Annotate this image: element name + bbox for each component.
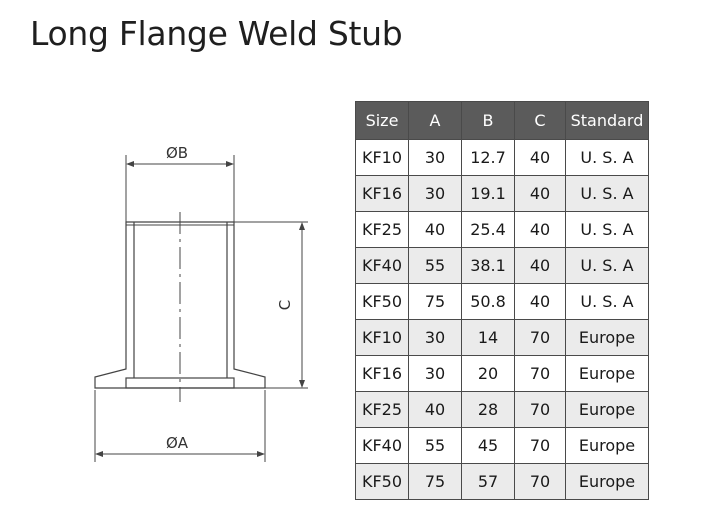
cell-c: 70 bbox=[514, 427, 566, 464]
dim-b-label: ØB bbox=[166, 144, 188, 162]
cell-a: 30 bbox=[408, 319, 462, 356]
cell-b: 38.1 bbox=[461, 247, 515, 284]
cell-size: KF50 bbox=[355, 283, 409, 320]
cell-b: 25.4 bbox=[461, 211, 515, 248]
cell-b: 50.8 bbox=[461, 283, 515, 320]
cell-c: 40 bbox=[514, 283, 566, 320]
cell-standard: Europe bbox=[565, 319, 649, 356]
cell-standard: U. S. A bbox=[565, 139, 649, 176]
header-c: C bbox=[514, 101, 566, 140]
dim-a-label: ØA bbox=[166, 434, 189, 452]
cell-c: 40 bbox=[514, 175, 566, 212]
page-title: Long Flange Weld Stub bbox=[30, 14, 403, 53]
cell-size: KF16 bbox=[355, 175, 409, 212]
cell-standard: U. S. A bbox=[565, 175, 649, 212]
dim-c-arrow-top bbox=[299, 222, 305, 230]
cell-a: 40 bbox=[408, 211, 462, 248]
cell-c: 40 bbox=[514, 139, 566, 176]
cell-b: 28 bbox=[461, 391, 515, 428]
table-row: KF10 30 14 70 Europe bbox=[355, 319, 649, 356]
cell-size: KF25 bbox=[355, 391, 409, 428]
table-row: KF40 55 45 70 Europe bbox=[355, 427, 649, 464]
cell-size: KF40 bbox=[355, 247, 409, 284]
cell-size: KF40 bbox=[355, 427, 409, 464]
cell-a: 55 bbox=[408, 427, 462, 464]
cell-b: 14 bbox=[461, 319, 515, 356]
cell-c: 70 bbox=[514, 319, 566, 356]
table-header-row: Size A B C Standard bbox=[355, 101, 649, 140]
header-size: Size bbox=[355, 101, 409, 140]
dim-b-arrow-right bbox=[226, 161, 234, 167]
cell-a: 75 bbox=[408, 283, 462, 320]
header-standard: Standard bbox=[565, 101, 649, 140]
cell-size: KF16 bbox=[355, 355, 409, 392]
cell-standard: Europe bbox=[565, 391, 649, 428]
cell-size: KF10 bbox=[355, 139, 409, 176]
cell-c: 40 bbox=[514, 247, 566, 284]
table-row: KF50 75 57 70 Europe bbox=[355, 463, 649, 500]
cell-standard: U. S. A bbox=[565, 283, 649, 320]
cell-b: 20 bbox=[461, 355, 515, 392]
cell-a: 30 bbox=[408, 355, 462, 392]
cell-b: 57 bbox=[461, 463, 515, 500]
cell-standard: U. S. A bbox=[565, 247, 649, 284]
cell-a: 30 bbox=[408, 175, 462, 212]
cell-b: 12.7 bbox=[461, 139, 515, 176]
dim-a-arrow-right bbox=[257, 451, 265, 457]
cell-standard: Europe bbox=[565, 463, 649, 500]
cell-standard: Europe bbox=[565, 427, 649, 464]
cell-a: 40 bbox=[408, 391, 462, 428]
cell-standard: U. S. A bbox=[565, 211, 649, 248]
cell-c: 40 bbox=[514, 211, 566, 248]
cell-size: KF10 bbox=[355, 319, 409, 356]
weld-stub-drawing: ØB C ØA bbox=[94, 144, 308, 462]
table-row: KF25 40 28 70 Europe bbox=[355, 391, 649, 428]
header-b: B bbox=[461, 101, 515, 140]
dim-c-label: C bbox=[276, 300, 294, 310]
dim-c-arrow-bottom bbox=[299, 380, 305, 388]
cell-a: 75 bbox=[408, 463, 462, 500]
cell-c: 70 bbox=[514, 355, 566, 392]
cell-a: 55 bbox=[408, 247, 462, 284]
table-row: KF16 30 19.1 40 U. S. A bbox=[355, 175, 649, 212]
cell-b: 45 bbox=[461, 427, 515, 464]
dim-b-arrow-left bbox=[126, 161, 134, 167]
table-row: KF50 75 50.8 40 U. S. A bbox=[355, 283, 649, 320]
cell-c: 70 bbox=[514, 391, 566, 428]
cell-b: 19.1 bbox=[461, 175, 515, 212]
spec-table: Size A B C Standard KF10 30 12.7 40 U. S… bbox=[355, 101, 649, 500]
cell-size: KF25 bbox=[355, 211, 409, 248]
cell-a: 30 bbox=[408, 139, 462, 176]
table-row: KF10 30 12.7 40 U. S. A bbox=[355, 139, 649, 176]
cell-standard: Europe bbox=[565, 355, 649, 392]
cell-size: KF50 bbox=[355, 463, 409, 500]
table-row: KF25 40 25.4 40 U. S. A bbox=[355, 211, 649, 248]
table-row: KF16 30 20 70 Europe bbox=[355, 355, 649, 392]
dim-a-arrow-left bbox=[95, 451, 103, 457]
cell-c: 70 bbox=[514, 463, 566, 500]
header-a: A bbox=[408, 101, 462, 140]
table-row: KF40 55 38.1 40 U. S. A bbox=[355, 247, 649, 284]
